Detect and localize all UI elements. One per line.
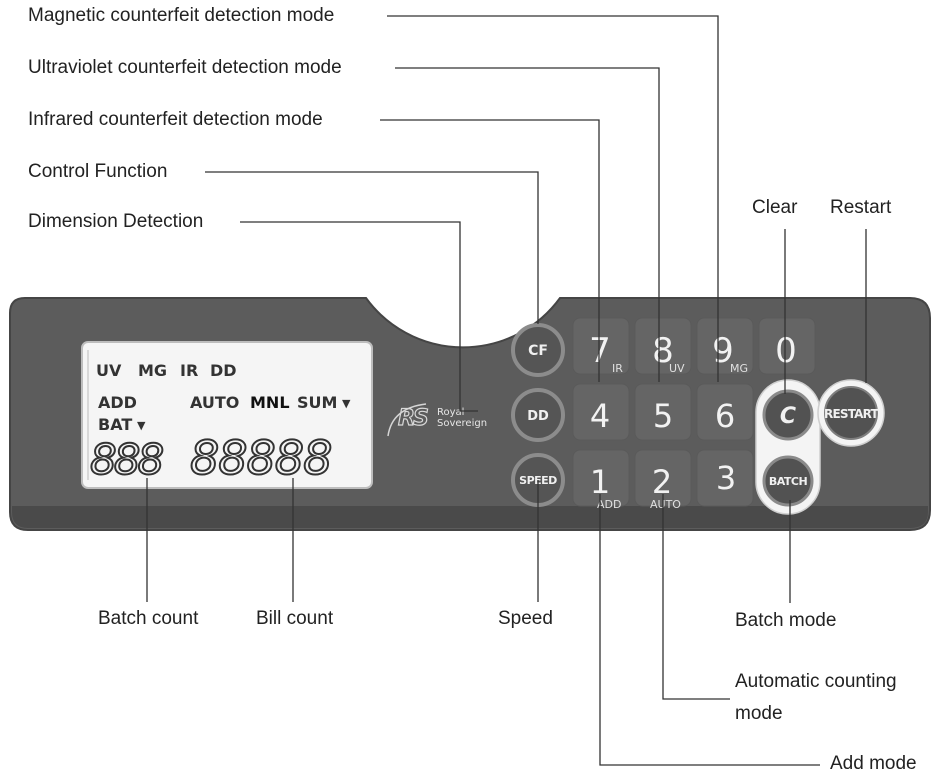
lcd-screen	[81, 341, 373, 489]
key-4[interactable]: 4	[572, 383, 630, 441]
leader-ultraviolet	[395, 67, 660, 382]
lcd-sum-arrow: ▼	[342, 397, 351, 410]
logo-line2: Sovereign	[437, 418, 487, 429]
key-0-label: 0	[775, 331, 797, 371]
key-3[interactable]: 3	[696, 449, 754, 507]
lcd-sum: SUM	[297, 393, 337, 412]
restart-button[interactable]: RESTART	[817, 379, 885, 447]
key-2-label: 2	[652, 463, 672, 501]
label-ultraviolet: Ultraviolet counterfeit detection mode	[28, 57, 342, 78]
key-8-label: 8	[652, 331, 674, 371]
logo-mark: RS	[398, 406, 428, 431]
label-batch-mode: Batch mode	[735, 610, 837, 631]
label-restart: Restart	[830, 197, 892, 218]
leader-add-mode	[599, 494, 820, 766]
key-0[interactable]: 0	[758, 317, 816, 375]
dd-button-label: DD	[527, 409, 549, 424]
lcd-display: UV MG IR DD ADD AUTO MNL SUM ▼ BAT ▼ 888…	[81, 341, 373, 489]
cf-button[interactable]: CF	[511, 323, 565, 377]
key-3-label: 3	[716, 459, 736, 497]
label-magnetic: Magnetic counterfeit detection mode	[28, 5, 335, 26]
leader-infrared	[380, 119, 600, 382]
label-infrared: Infrared counterfeit detection mode	[28, 109, 323, 130]
label-auto-mode-line2: mode	[735, 703, 783, 724]
clear-button[interactable]: C	[762, 389, 814, 441]
key-1[interactable]: 1 ADD	[572, 449, 630, 511]
key-9-sublabel: MG	[730, 362, 748, 375]
key-6-label: 6	[715, 397, 735, 435]
lcd-ir: IR	[180, 361, 198, 380]
batch-button-label: BATCH	[769, 475, 808, 488]
lcd-uv: UV	[96, 361, 122, 380]
key-5-label: 5	[653, 397, 673, 435]
key-7-sublabel: IR	[612, 362, 623, 375]
leader-auto-mode	[662, 494, 730, 700]
lcd-bat-arrow: ▼	[137, 419, 146, 432]
key-7-label: 7	[589, 331, 611, 371]
lcd-add: ADD	[98, 393, 137, 412]
label-speed: Speed	[498, 608, 553, 629]
lcd-batch-digits: 888	[90, 435, 162, 484]
lcd-mg: MG	[138, 361, 167, 380]
leader-lines	[146, 15, 867, 766]
logo-line1: Royal	[437, 407, 464, 418]
label-add-mode: Add mode	[830, 753, 917, 774]
key-9[interactable]: 9 MG	[696, 317, 754, 375]
key-8-sublabel: UV	[669, 362, 685, 375]
label-dimension-detection: Dimension Detection	[28, 211, 204, 232]
key-2[interactable]: 2 AUTO	[634, 449, 692, 511]
lcd-auto: AUTO	[190, 393, 239, 412]
restart-button-label: RESTART	[824, 407, 880, 421]
clear-button-label: C	[780, 404, 796, 429]
label-clear: Clear	[752, 197, 798, 218]
key-7[interactable]: 7 IR	[572, 317, 630, 375]
royal-sovereign-logo: RS Royal Sovereign	[387, 403, 487, 437]
dd-button[interactable]: DD	[511, 388, 565, 442]
key-4-label: 4	[590, 397, 610, 435]
leader-control	[205, 171, 539, 324]
lcd-bill-digits: 88888	[190, 431, 331, 485]
leader-magnetic	[387, 15, 719, 382]
lcd-mnl: MNL	[250, 393, 290, 412]
key-1-sublabel: ADD	[597, 498, 621, 511]
cf-button-label: CF	[528, 343, 548, 359]
panel-lower-edge	[12, 506, 928, 528]
lcd-dd: DD	[210, 361, 237, 380]
label-bill-count: Bill count	[256, 608, 334, 629]
key-6[interactable]: 6	[696, 383, 754, 441]
label-control-function: Control Function	[28, 161, 168, 182]
key-1-label: 1	[590, 463, 610, 501]
label-batch-count: Batch count	[98, 608, 199, 629]
keypad: 7 IR 8 UV 9 MG 0 4 5	[572, 317, 816, 511]
logo-swoosh	[387, 403, 427, 437]
label-auto-mode-line1: Automatic counting	[735, 671, 897, 692]
key-5[interactable]: 5	[634, 383, 692, 441]
leader-dimension	[240, 221, 478, 412]
key-2-sublabel: AUTO	[650, 498, 681, 511]
key-8[interactable]: 8 UV	[634, 317, 692, 375]
lcd-bat: BAT	[98, 415, 132, 434]
batch-button[interactable]: BATCH	[762, 455, 814, 507]
